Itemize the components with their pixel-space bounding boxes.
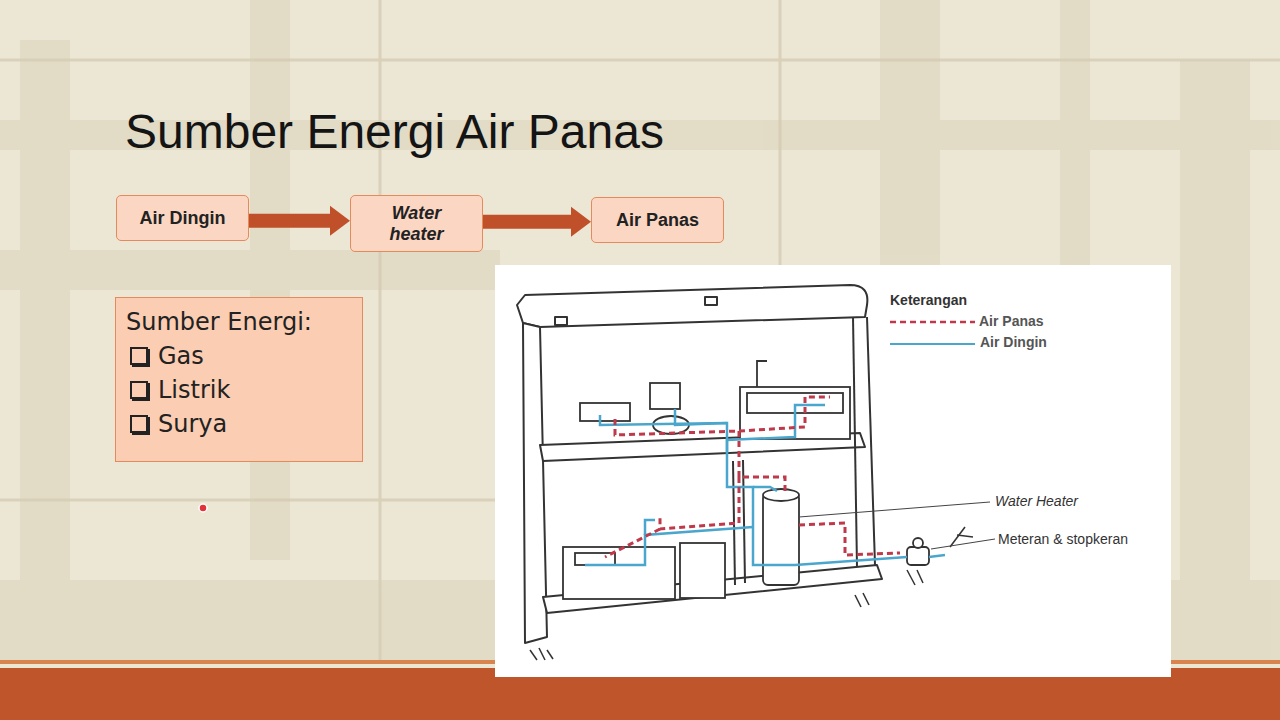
flow-box: Air Dingin — [116, 195, 249, 241]
energy-source-box: Sumber Energi: GasListrikSurya — [115, 297, 363, 462]
box-text: Air Panas — [616, 210, 699, 231]
slide-title: Sumber Energi Air Panas — [125, 104, 664, 159]
part-label: Water Heater — [995, 493, 1078, 509]
checkbox-symbol — [130, 381, 148, 399]
flow-arrow — [483, 207, 591, 237]
box-heading: Sumber Energi: — [126, 308, 352, 336]
flow-box: Air Panas — [591, 197, 724, 243]
checklist-item: Listrik — [126, 376, 352, 404]
list-text: Gas — [158, 342, 204, 370]
box-text: Air Dingin — [140, 208, 226, 229]
legend-text: Air Panas — [979, 313, 1044, 329]
flow-box: Water heater — [350, 195, 483, 252]
plumbing-illustration — [495, 265, 1171, 677]
list-text: Listrik — [158, 376, 230, 404]
checkbox-symbol — [130, 347, 148, 365]
box-text: Water heater — [375, 203, 458, 245]
checklist-item: Surya — [126, 410, 352, 438]
part-label: Meteran & stopkeran — [998, 531, 1128, 547]
list-text: Surya — [158, 410, 227, 438]
flow-arrow — [249, 206, 350, 236]
legend-heading: Keterangan — [890, 292, 967, 308]
legend-hot-line — [890, 321, 975, 324]
checkbox-symbol — [130, 415, 148, 433]
checklist-item: Gas — [126, 342, 352, 370]
legend-text: Air Dingin — [980, 334, 1047, 350]
legend-cold-line — [890, 343, 975, 345]
